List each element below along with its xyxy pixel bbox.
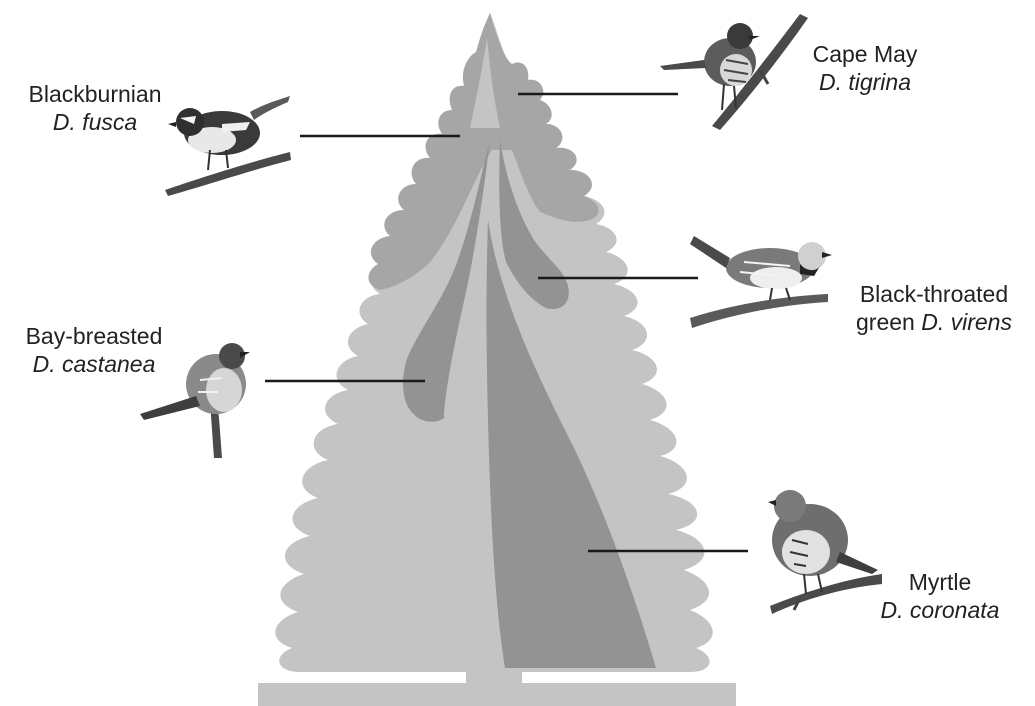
label-blackburnian: Blackburnian D. fusca: [10, 80, 180, 136]
warbler-photo-blackburnian: [165, 96, 291, 196]
common-name: Cape May: [795, 40, 935, 68]
scientific-name: D. castanea: [4, 350, 184, 378]
label-black-throated-green: Black-throated green D. virens: [838, 280, 1030, 336]
label-myrtle: Myrtle D. coronata: [855, 568, 1025, 624]
scientific-name: D. fusca: [10, 108, 180, 136]
common-name-line2: green: [856, 309, 915, 335]
scientific-name: D. coronata: [855, 596, 1025, 624]
warbler-photo-cape-may: [660, 14, 808, 130]
scientific-name: D. tigrina: [795, 68, 935, 96]
label-bay-breasted: Bay-breasted D. castanea: [4, 322, 184, 378]
common-name: Bay-breasted: [4, 322, 184, 350]
scientific-name: D. virens: [921, 309, 1012, 335]
common-name: Myrtle: [855, 568, 1025, 596]
common-name: Blackburnian: [10, 80, 180, 108]
warbler-photo-black-throated-green: [690, 236, 832, 328]
common-name: Black-throated: [838, 280, 1030, 308]
label-cape-may: Cape May D. tigrina: [795, 40, 935, 96]
